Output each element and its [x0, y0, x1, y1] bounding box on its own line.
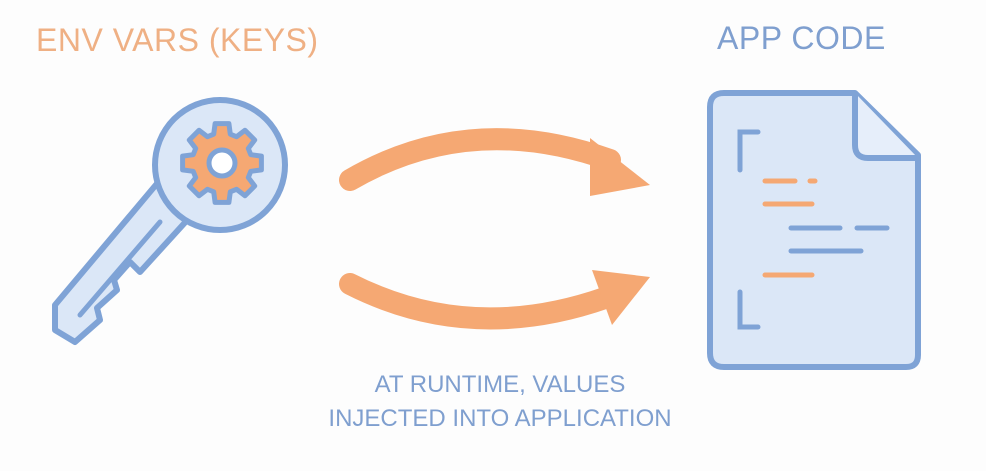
runtime-caption: AT RUNTIME, VALUES INJECTED INTO APPLICA…: [300, 368, 700, 436]
env-vars-title: ENV VARS (KEYS): [36, 22, 319, 58]
gear-icon: [180, 121, 264, 205]
caption-line-1: AT RUNTIME, VALUES: [374, 371, 626, 398]
key-shaft: [52, 177, 213, 345]
bracket-top: [737, 129, 761, 173]
gear-hole: [206, 147, 238, 179]
key-icon: [52, 97, 288, 345]
curved-arrow-bottom: [339, 270, 650, 330]
curved-arrow-top: [339, 128, 650, 196]
caption-line-2: INJECTED INTO APPLICATION: [328, 405, 672, 432]
code-lines: [762, 178, 890, 278]
app-code-title: APP CODE: [717, 20, 886, 56]
bracket-bottom: [737, 289, 761, 330]
code-document-icon: [707, 90, 921, 370]
